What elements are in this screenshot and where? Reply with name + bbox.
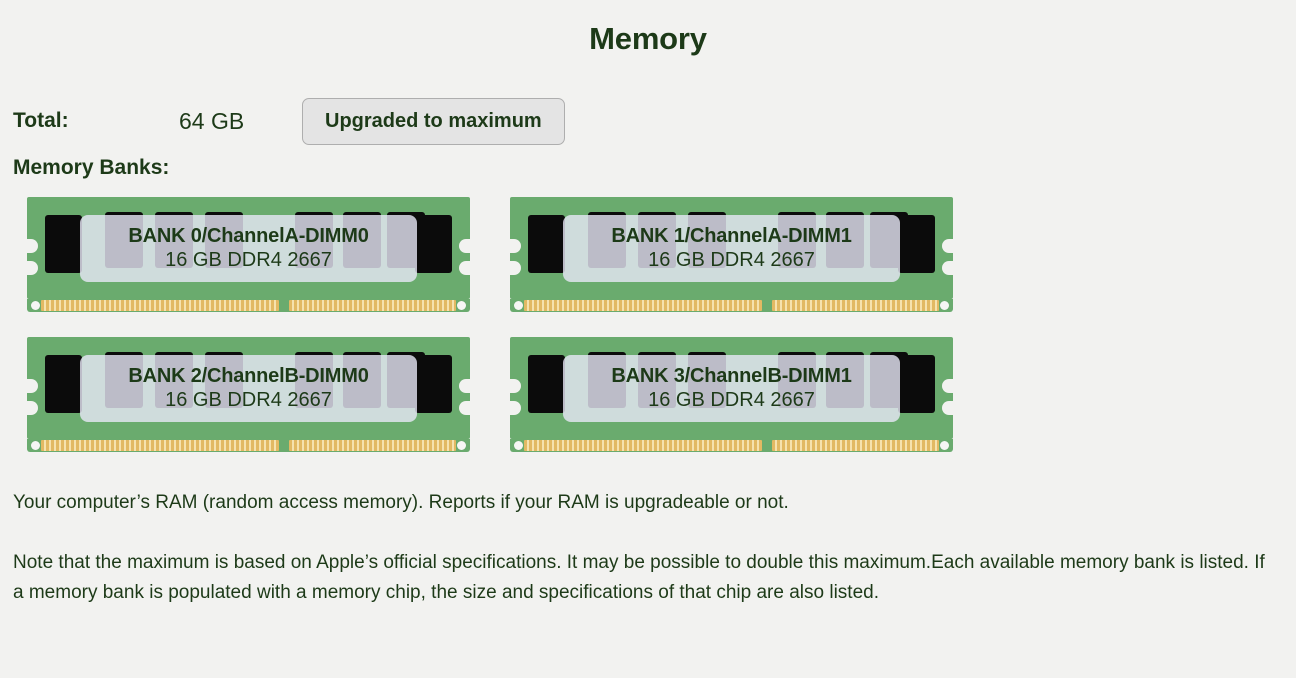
upgrade-status-button[interactable]: Upgraded to maximum bbox=[302, 97, 565, 145]
dimm-bank-spec: 16 GB DDR4 2667 bbox=[165, 389, 332, 412]
description-paragraph-1: Your computer’s RAM (random access memor… bbox=[13, 492, 789, 514]
dimm-side-notch bbox=[27, 379, 38, 394]
dimm-side-notch bbox=[510, 239, 521, 254]
dimm-pin-end-dot bbox=[514, 301, 523, 311]
dimm-side-notch bbox=[27, 239, 38, 254]
dimm-side-notch bbox=[942, 261, 953, 276]
dimm-label: BANK 1/ChannelA-DIMM1 16 GB DDR4 2667 bbox=[563, 215, 900, 283]
dimm-pin-end-dot bbox=[31, 441, 40, 451]
page-title: Memory bbox=[589, 21, 707, 56]
dimm-side-notch bbox=[510, 261, 521, 276]
dimm-label: BANK 0/ChannelA-DIMM0 16 GB DDR4 2667 bbox=[80, 215, 417, 283]
memory-chip-icon bbox=[415, 215, 452, 274]
dimm-bank-spec: 16 GB DDR4 2667 bbox=[648, 249, 815, 272]
description-section: Your computer’s RAM (random access memor… bbox=[0, 488, 1296, 608]
memory-bank-grid: BANK 0/ChannelA-DIMM0 16 GB DDR4 2667 bbox=[0, 197, 1296, 453]
dimm-pin-end-dot bbox=[31, 301, 40, 311]
dimm-bank-spec: 16 GB DDR4 2667 bbox=[648, 389, 815, 412]
dimm-pin-end-dot bbox=[514, 441, 523, 451]
dimm-side-notch bbox=[942, 239, 953, 254]
dimm-contact-pins bbox=[289, 440, 456, 452]
dimm-bank-name: BANK 1/ChannelA-DIMM1 bbox=[611, 225, 852, 248]
memory-chip-icon bbox=[45, 355, 82, 414]
total-label: Total: bbox=[13, 109, 69, 133]
dimm-side-notch bbox=[510, 401, 521, 416]
memory-banks-label: Memory Banks: bbox=[13, 156, 170, 180]
dimm-pin-end-dot bbox=[940, 441, 949, 451]
dimm-side-notch bbox=[27, 401, 38, 416]
dimm-bank-name: BANK 2/ChannelB-DIMM0 bbox=[128, 365, 369, 388]
dimm-contact-pins bbox=[41, 300, 279, 312]
dimm-side-notch bbox=[510, 379, 521, 394]
memory-chip-icon bbox=[45, 215, 82, 274]
memory-chip-icon bbox=[415, 355, 452, 414]
dimm-side-notch bbox=[459, 239, 470, 254]
dimm-contact-pins bbox=[772, 440, 939, 452]
dimm-pin-end-dot bbox=[457, 301, 466, 311]
dimm-contact-pins bbox=[289, 300, 456, 312]
dimm-pin-end-dot bbox=[940, 301, 949, 311]
dimm-side-notch bbox=[942, 401, 953, 416]
dimm-side-notch bbox=[942, 379, 953, 394]
memory-chip-icon bbox=[528, 215, 565, 274]
description-paragraph-2: Note that the maximum is based on Apple’… bbox=[13, 552, 1265, 604]
memory-module[interactable]: BANK 0/ChannelA-DIMM0 16 GB DDR4 2667 bbox=[27, 197, 470, 313]
memory-module[interactable]: BANK 3/ChannelB-DIMM1 16 GB DDR4 2667 bbox=[510, 337, 953, 453]
dimm-pin-end-dot bbox=[457, 441, 466, 451]
memory-chip-icon bbox=[528, 355, 565, 414]
memory-chip-icon bbox=[898, 355, 935, 414]
dimm-label: BANK 2/ChannelB-DIMM0 16 GB DDR4 2667 bbox=[80, 355, 417, 423]
memory-module[interactable]: BANK 2/ChannelB-DIMM0 16 GB DDR4 2667 bbox=[27, 337, 470, 453]
dimm-contact-pins bbox=[772, 300, 939, 312]
dimm-contact-pins bbox=[41, 440, 279, 452]
dimm-side-notch bbox=[459, 261, 470, 276]
memory-chip-icon bbox=[898, 215, 935, 274]
dimm-side-notch bbox=[459, 401, 470, 416]
dimm-bank-name: BANK 0/ChannelA-DIMM0 bbox=[128, 225, 369, 248]
memory-module[interactable]: BANK 1/ChannelA-DIMM1 16 GB DDR4 2667 bbox=[510, 197, 953, 313]
total-value: 64 GB bbox=[179, 107, 245, 134]
dimm-contact-pins bbox=[524, 300, 762, 312]
dimm-contact-pins bbox=[524, 440, 762, 452]
total-row: Total: 64 GB Upgraded to maximum bbox=[0, 90, 1296, 152]
dimm-label: BANK 3/ChannelB-DIMM1 16 GB DDR4 2667 bbox=[563, 355, 900, 423]
dimm-side-notch bbox=[27, 261, 38, 276]
dimm-side-notch bbox=[459, 379, 470, 394]
dimm-bank-spec: 16 GB DDR4 2667 bbox=[165, 249, 332, 272]
dimm-bank-name: BANK 3/ChannelB-DIMM1 bbox=[611, 365, 852, 388]
